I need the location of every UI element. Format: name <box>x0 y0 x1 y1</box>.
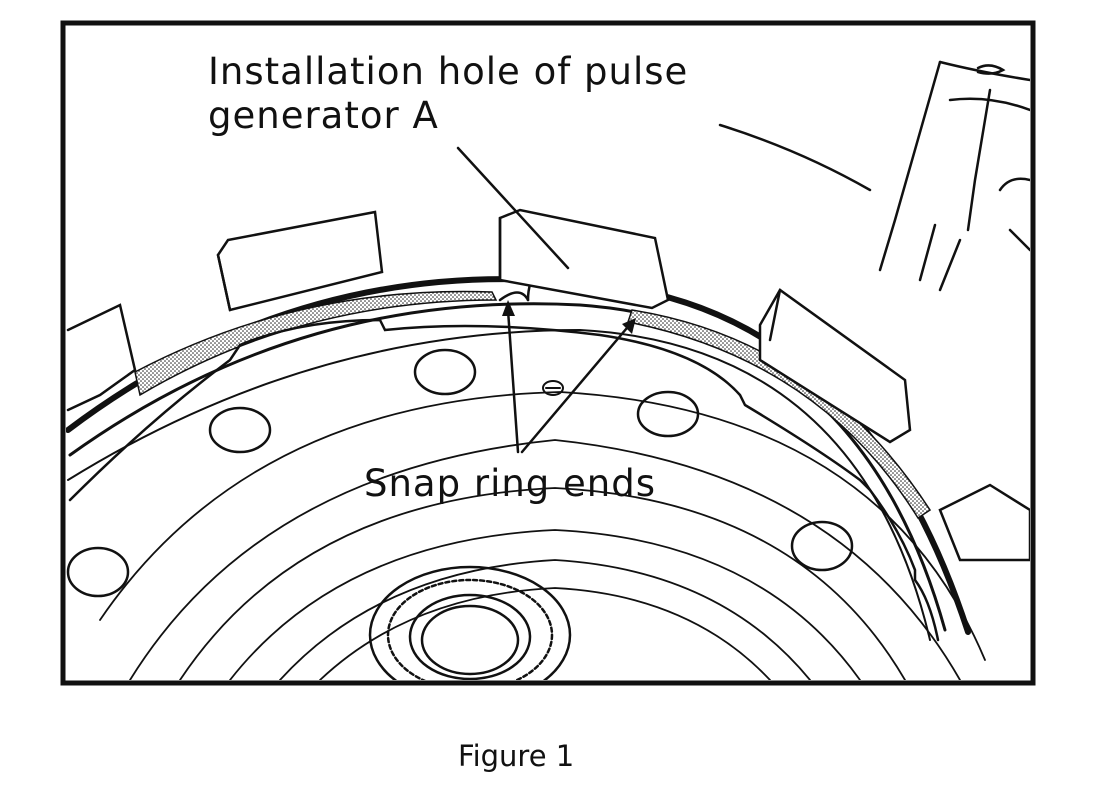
housing-outline <box>718 60 1030 292</box>
leader-lines <box>456 146 634 454</box>
installation-hole-label: Installation hole of pulse generator A <box>208 50 768 138</box>
figure-frame <box>60 20 1036 686</box>
screw-mark <box>542 380 564 396</box>
center-hub <box>368 565 572 680</box>
leader-arrowheads <box>502 300 636 334</box>
installation-hole-label-line1: Installation hole of pulse <box>208 50 689 93</box>
drum-rim-inner-edge <box>68 302 947 632</box>
installation-hole-label-line2: generator A <box>208 94 439 137</box>
drum-lugs <box>66 208 1030 562</box>
drum-concentric-rings <box>99 391 986 680</box>
snap-ring-left <box>134 290 498 397</box>
inner-flange <box>68 318 940 642</box>
snap-ring-right <box>627 309 932 520</box>
snap-ring-ends-label: Snap ring ends <box>364 462 657 505</box>
figure-caption: Figure 1 <box>458 739 575 773</box>
